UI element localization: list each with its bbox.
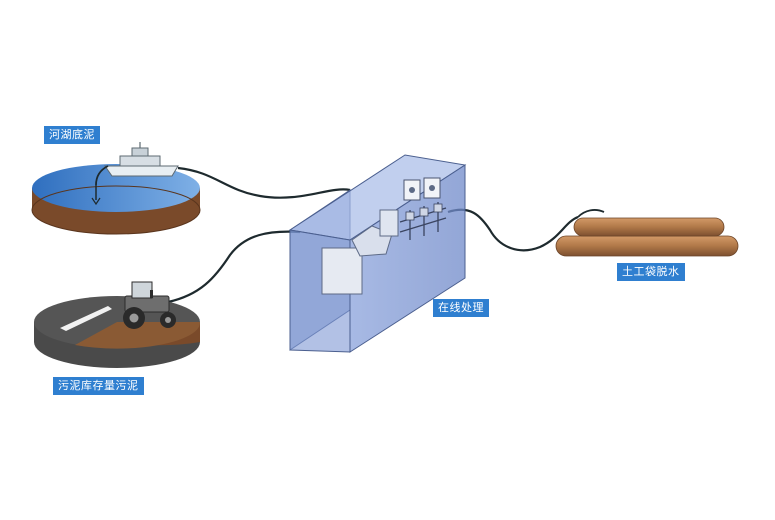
geotube-top [573,217,725,237]
geotube-dewatering-label: 土工袋脱水 [617,263,685,281]
online-treatment-label: 在线处理 [433,299,489,317]
pipe-container-to-geotube [447,208,579,252]
equipment-tank [321,247,363,295]
pipe-tractor-to-container [167,230,301,304]
tractor-icon [123,281,176,329]
geotube-bottom [555,235,739,257]
boat-icon [95,142,179,186]
pipes [167,166,579,304]
pipe-lake-to-container [177,166,351,199]
storage-basin [34,296,201,368]
conveyor-strip [60,306,112,331]
lake-sludge-label: 河湖底泥 [44,126,100,144]
geotube-bags-icon [555,209,739,257]
treatment-container [288,154,467,353]
stored-sludge-label: 污泥库存量污泥 [53,377,144,395]
